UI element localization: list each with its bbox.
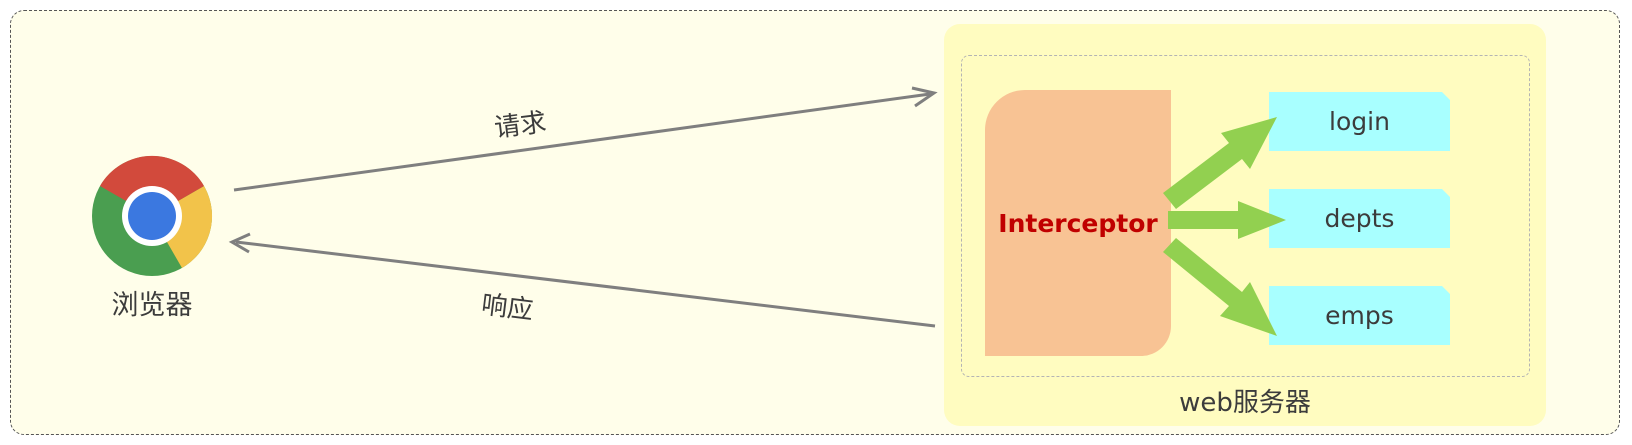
arrow-to-login bbox=[1163, 117, 1277, 209]
target-depts: depts bbox=[1269, 189, 1450, 248]
target-login-label: login bbox=[1329, 107, 1390, 136]
target-emps-label: emps bbox=[1325, 301, 1394, 330]
interceptor-label: Interceptor bbox=[998, 208, 1158, 238]
response-label: 响应 bbox=[479, 289, 535, 327]
interceptor-block: Interceptor bbox=[985, 90, 1171, 356]
target-login: login bbox=[1269, 92, 1450, 151]
response-arrow bbox=[228, 232, 936, 328]
target-depts-label: depts bbox=[1324, 204, 1395, 233]
browser-label: 浏览器 bbox=[111, 290, 193, 321]
request-label: 请求 bbox=[492, 107, 549, 144]
web-server-label: web服务器 bbox=[1179, 388, 1311, 418]
target-emps: emps bbox=[1269, 286, 1450, 345]
server-inner-boundary bbox=[961, 55, 1530, 377]
arrow-to-emps bbox=[1163, 238, 1277, 336]
chrome-icon bbox=[92, 155, 213, 276]
request-arrow bbox=[233, 86, 938, 192]
arrow-to-depts bbox=[1168, 201, 1286, 239]
